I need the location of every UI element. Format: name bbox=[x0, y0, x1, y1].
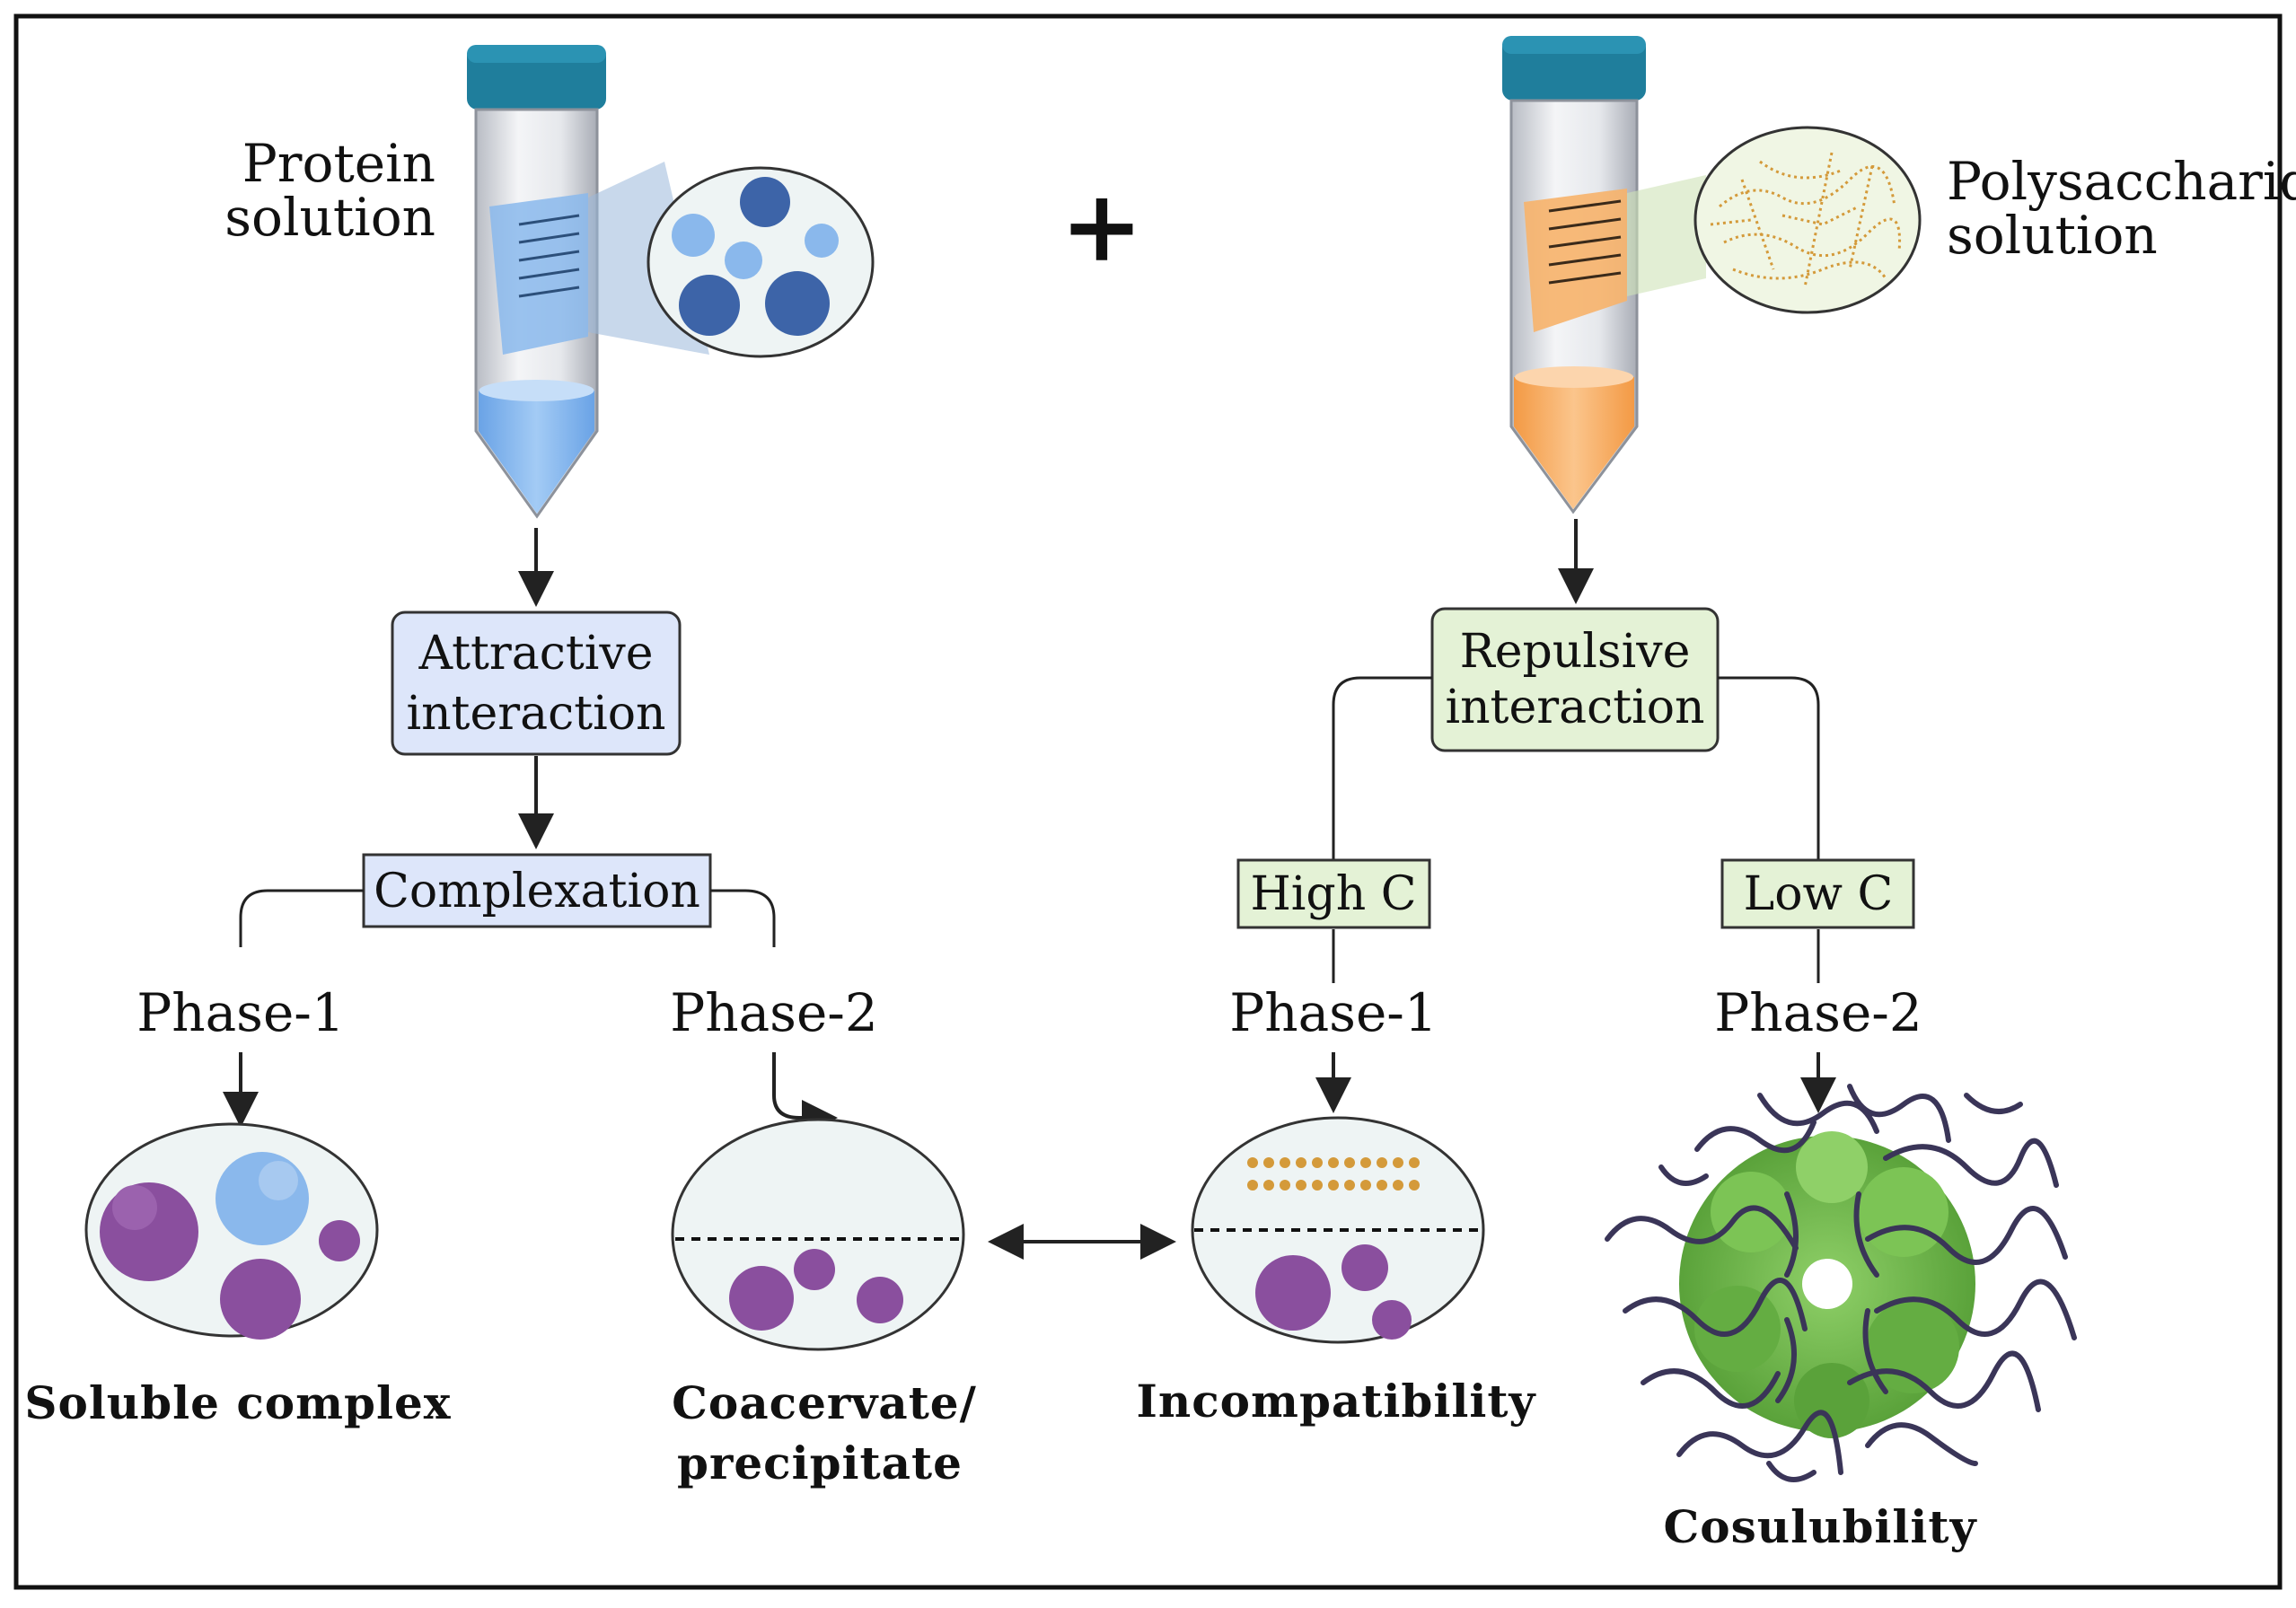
repulsive-line1: Repulsive bbox=[1460, 625, 1691, 679]
repulsive-interaction-box: Repulsive interaction bbox=[1430, 607, 1720, 752]
protein-label-line2: solution bbox=[224, 187, 435, 248]
left-phase2-label: Phase-2 bbox=[670, 982, 878, 1043]
figure-border bbox=[13, 13, 2283, 1590]
incompatibility-label: Incompatibility bbox=[1137, 1375, 1537, 1428]
branch-line-left-phase1 bbox=[239, 889, 364, 947]
branch-line-low-c bbox=[1718, 676, 1820, 860]
low-c-box: Low C bbox=[1720, 858, 1915, 929]
plus-sign: + bbox=[1060, 168, 1143, 284]
branch-line-left-phase2 bbox=[710, 889, 776, 947]
soluble-complex-illustration bbox=[84, 1122, 379, 1340]
left-phase1-label: Phase-1 bbox=[136, 982, 345, 1043]
high-c-label: High C bbox=[1250, 867, 1416, 921]
complexation-box: Complexation bbox=[362, 853, 712, 928]
cosolubility-label: Cosulubility bbox=[1663, 1500, 1977, 1553]
coacervate-illustration bbox=[671, 1118, 965, 1351]
soluble-complex-label: Soluble complex bbox=[24, 1376, 451, 1429]
coacervate-label-line2: precipitate bbox=[677, 1437, 963, 1489]
cosolubility-illustration bbox=[1605, 1084, 2077, 1482]
polysaccharide-tube-icon bbox=[1502, 36, 1646, 514]
complexation-label: Complexation bbox=[374, 865, 700, 918]
attractive-interaction-box: Attractive interaction bbox=[391, 611, 682, 756]
right-phase1-label: Phase-1 bbox=[1229, 982, 1438, 1043]
arrow-to-coacervate bbox=[772, 1052, 838, 1136]
branch-line-high-c bbox=[1332, 676, 1432, 860]
incompatibility-illustration bbox=[1191, 1116, 1485, 1344]
attractive-line2: interaction bbox=[406, 687, 665, 741]
protein-label-line1: Protein bbox=[242, 133, 435, 194]
polysaccharide-label-line2: solution bbox=[1947, 205, 2158, 266]
protein-zoom-circle bbox=[647, 166, 875, 358]
polysaccharide-zoom-circle bbox=[1693, 126, 1922, 314]
polysaccharide-zoom-callout bbox=[1627, 175, 1706, 296]
low-c-label: Low C bbox=[1744, 867, 1894, 921]
right-phase2-label: Phase-2 bbox=[1714, 982, 1922, 1043]
protein-tube-icon bbox=[467, 45, 606, 519]
polysaccharide-label-line1: Polysaccharide bbox=[1947, 151, 2296, 212]
high-c-box: High C bbox=[1236, 858, 1431, 929]
repulsive-line2: interaction bbox=[1445, 681, 1704, 734]
coacervate-label-line1: Coacervate/ bbox=[672, 1376, 977, 1429]
attractive-line1: Attractive bbox=[418, 627, 653, 681]
